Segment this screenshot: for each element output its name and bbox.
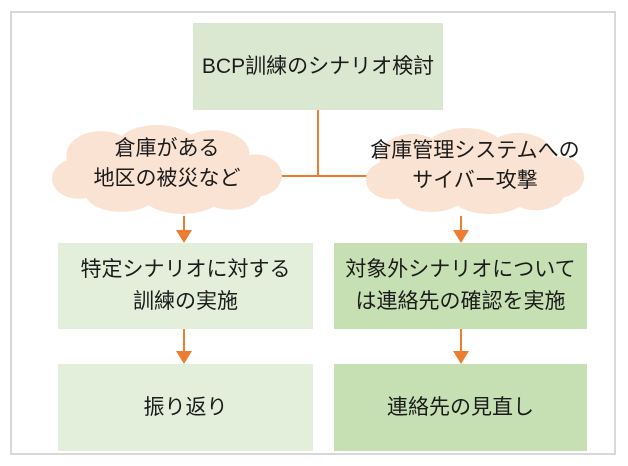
box-label: 連絡先の見直し — [387, 395, 534, 419]
top-box-scenario-study: BCP訓練のシナリオ検討 — [193, 23, 443, 110]
connector-vertical-line — [317, 110, 319, 176]
cloud-right-label: 倉庫管理システムへの サイバー攻撃 — [370, 138, 580, 192]
box-label: 振り返り — [143, 395, 228, 419]
cloud-right-cyber-attack: 倉庫管理システムへの サイバー攻撃 — [364, 126, 586, 219]
arrow-head — [176, 351, 192, 364]
arrow-head — [453, 230, 469, 243]
cloud-shape-icon — [365, 127, 585, 215]
arrow-head — [453, 351, 469, 364]
diagram-border — [10, 11, 616, 455]
arrow-stem — [183, 329, 185, 351]
cloud-shape-icon — [52, 125, 282, 214]
arrow-head — [176, 230, 192, 243]
box-review: 振り返り — [58, 364, 313, 451]
arrow-down-icon — [176, 329, 192, 364]
arrow-stem — [183, 216, 185, 230]
box-specific-scenario-training: 特定シナリオに対する 訓練の実施 — [58, 243, 313, 329]
arrow-down-icon — [176, 216, 192, 243]
arrow-stem — [460, 216, 462, 230]
arrow-stem — [460, 329, 462, 351]
box-label: 特定シナリオに対する 訓練の実施 — [80, 258, 291, 313]
top-box-label: BCP訓練のシナリオ検討 — [201, 54, 435, 78]
connector-horizontal-line — [272, 175, 374, 177]
arrow-down-icon — [453, 329, 469, 364]
cloud-left-disaster: 倉庫がある 地区の被災など — [50, 123, 284, 219]
box-contact-list-revision: 連絡先の見直し — [334, 364, 587, 451]
arrow-down-icon — [453, 216, 469, 243]
box-out-of-scope-contact-check: 対象外シナリオについて は連絡先の確認を実施 — [334, 243, 587, 329]
box-label: 対象外シナリオについて は連絡先の確認を実施 — [345, 258, 576, 313]
cloud-left-label: 倉庫がある 地区の被災など — [93, 137, 241, 190]
